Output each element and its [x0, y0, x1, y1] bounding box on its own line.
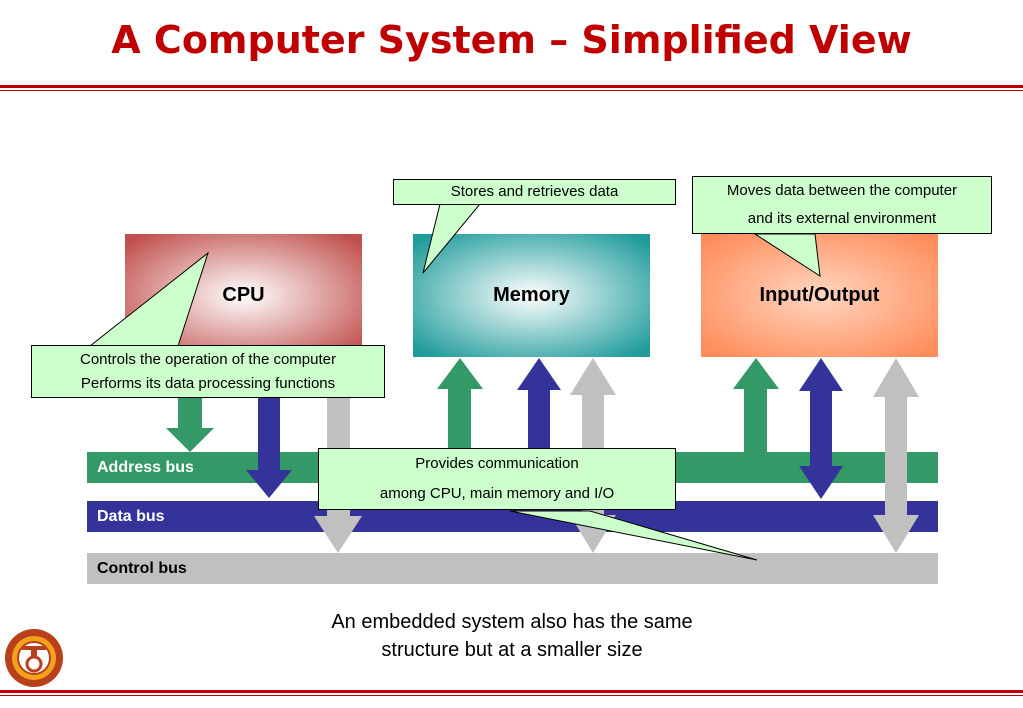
io-callout-pointer [753, 233, 821, 277]
footer-note: An embedded system also has the same str… [262, 608, 762, 664]
io-address-arrow-icon [733, 358, 779, 452]
bus-callout: Provides communication among CPU, main m… [318, 448, 676, 510]
memory-data-arrow-icon [517, 358, 561, 450]
cpu-callout-line-2: Performs its data processing functions [80, 375, 336, 392]
footer-line-1: An embedded system also has the same [331, 611, 693, 633]
memory-callout-text: Stores and retrieves data [450, 183, 619, 200]
cpu-label: CPU [222, 284, 265, 306]
bus-callout-line-2: among CPU, main memory and I/O [379, 485, 615, 502]
bottom-rule-thick [0, 690, 1023, 693]
io-callout-line-2: and its external environment [747, 210, 937, 227]
bus-callout-line-1: Provides communication [415, 455, 579, 472]
io-data-arrow-icon [799, 358, 843, 499]
io-callout-line-1: Moves data between the computer [726, 182, 958, 199]
footer-line-2: structure but at a smaller size [381, 639, 643, 661]
control-bus [87, 553, 938, 584]
cpu-address-arrow-icon [166, 398, 214, 452]
memory-block [413, 234, 650, 357]
top-rule-thin [0, 90, 1023, 91]
io-control-arrow-icon [873, 358, 919, 553]
slide-title: A Computer System – Simplified View [111, 18, 912, 62]
data-bus-label: Data bus [97, 508, 165, 525]
memory-address-arrow-icon [437, 358, 483, 452]
io-block [701, 234, 938, 357]
cpu-data-arrow-icon [246, 398, 292, 498]
cpu-callout-line-1: Controls the operation of the computer [80, 351, 336, 368]
bottom-rule-thin [0, 695, 1023, 696]
memory-callout: Stores and retrieves data [393, 179, 676, 205]
top-rule-thick [0, 85, 1023, 88]
control-bus-label: Control bus [97, 560, 187, 577]
io-label: Input/Output [759, 284, 880, 306]
io-callout: Moves data between the computer and its … [692, 176, 992, 234]
bus-callout-pointer [509, 510, 758, 561]
address-bus-label: Address bus [97, 459, 194, 476]
memory-label: Memory [493, 284, 570, 306]
university-seal-icon [5, 629, 63, 687]
cpu-callout: Controls the operation of the computer P… [31, 345, 385, 398]
